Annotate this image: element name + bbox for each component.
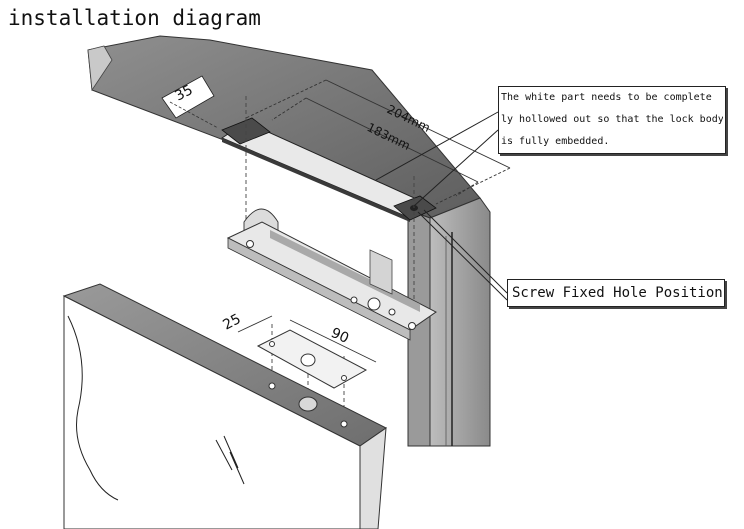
diagram-title: installation diagram — [8, 6, 261, 30]
dim-90-label: 90 — [328, 325, 351, 347]
dim-lines-plate — [237, 315, 377, 363]
lock-body — [226, 208, 437, 341]
armature-plate — [256, 329, 368, 389]
dim-lines-length — [245, 79, 511, 205]
door-frame-post — [407, 197, 491, 447]
screw-position-note: Screw Fixed Hole Position — [507, 279, 725, 307]
dim-25-label: 25 — [220, 311, 243, 333]
hollow-out-note: The white part needs to be complete ly h… — [498, 86, 726, 154]
dim-35-marker — [161, 75, 219, 129]
door-screw-holes — [268, 382, 348, 428]
note-line-1: The white part needs to be complete — [501, 92, 712, 103]
note-line-3: is fully embedded. — [501, 136, 610, 147]
dim-35-label: 35 — [172, 82, 195, 104]
callout-leaders — [375, 111, 508, 301]
screw-hole-pad-right — [393, 195, 437, 221]
note-line-2: ly hollowed out so that the lock body — [501, 114, 723, 125]
